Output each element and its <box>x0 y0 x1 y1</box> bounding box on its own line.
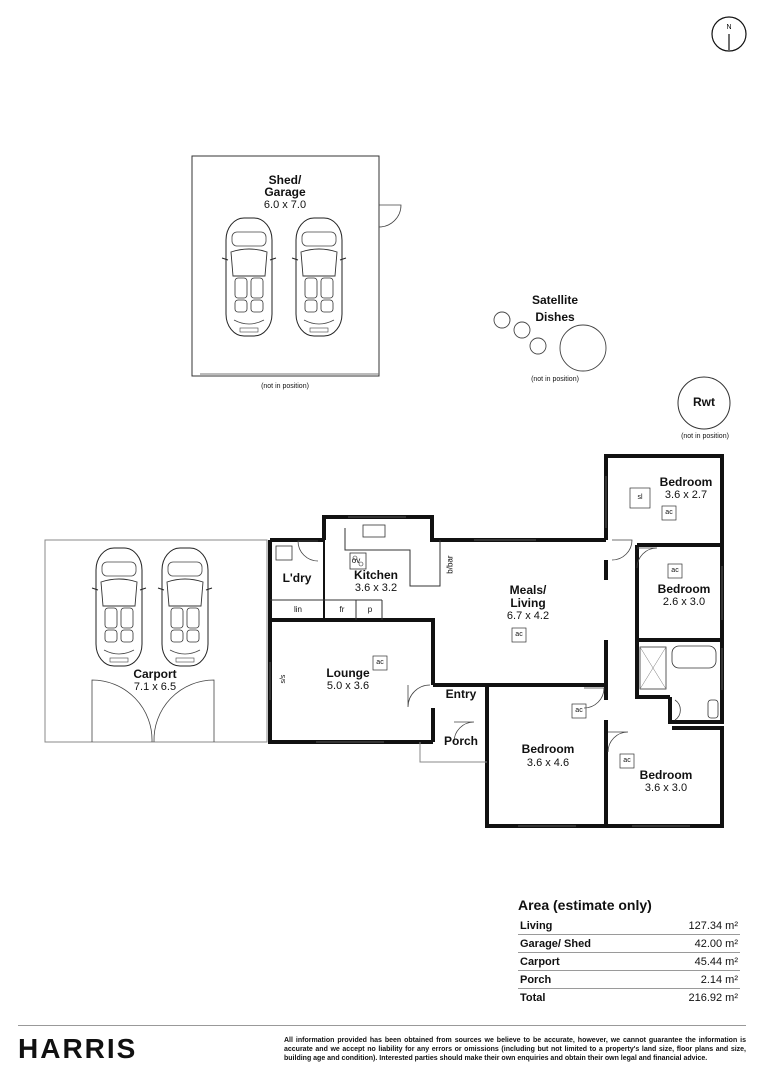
area-row-living: Living 127.34 m² <box>518 917 740 935</box>
bedroom-4-ac-label: ac <box>623 757 631 764</box>
kitchen-fr-label: fr <box>339 605 345 614</box>
lounge-dims: 5.0 x 3.6 <box>326 680 370 692</box>
area-title: Area (estimate only) <box>518 897 652 913</box>
footer-divider <box>18 1025 746 1026</box>
area-row-value: 127.34 m² <box>688 920 738 932</box>
bedroom-3-dims: 3.6 x 4.6 <box>526 757 570 769</box>
area-row-garage-shed: Garage/ Shed 42.00 m² <box>518 935 740 953</box>
laundry-lin-label: lin <box>293 605 302 614</box>
area-row-value: 216.92 m² <box>688 992 738 1004</box>
kitchen-ov-label: ov <box>351 556 361 565</box>
carport-dims: 7.1 x 6.5 <box>133 681 177 693</box>
bedroom-1-sl-label: sl <box>637 494 643 501</box>
shed-garage-label-line2: Garage <box>264 185 306 199</box>
satellite-label: Satellite <box>531 293 579 307</box>
area-row-label: Porch <box>520 974 552 986</box>
laundry-label: L'dry <box>282 571 312 585</box>
area-table: Area (estimate only) Living 127.34 m² Ga… <box>518 897 740 1006</box>
rwt-label: Rwt <box>693 395 715 409</box>
area-row-total: Total 216.92 m² <box>518 989 740 1006</box>
meals-living-label-line2: Living <box>510 596 546 610</box>
bedroom-3-label: Bedroom <box>521 742 575 756</box>
bedroom-2-dims: 2.6 x 3.0 <box>662 596 706 608</box>
lounge-ss-label: s/s <box>279 674 287 684</box>
kitchen-dims: 3.6 x 3.2 <box>354 582 398 594</box>
satellite-not-in-position: (not in position) <box>531 376 579 383</box>
area-row-label: Total <box>520 992 546 1004</box>
bedroom-2-label: Bedroom <box>657 582 711 596</box>
satellite-label-line2: Dishes <box>535 310 575 324</box>
area-row-porch: Porch 2.14 m² <box>518 971 740 989</box>
kitchen-p-label: p <box>367 605 373 614</box>
bedroom-1-dims: 3.6 x 2.7 <box>664 489 708 501</box>
area-row-carport: Carport 45.44 m² <box>518 953 740 971</box>
meals-ac-label: ac <box>515 631 523 638</box>
area-row-value: 2.14 m² <box>700 974 738 986</box>
shed-garage-label: Shed/ <box>268 173 302 187</box>
compass-north-label: N <box>726 24 731 31</box>
bedroom-1-label: Bedroom <box>659 475 713 489</box>
entry-label: Entry <box>445 687 477 701</box>
bedroom-4-label: Bedroom <box>639 768 693 782</box>
area-row-label: Living <box>520 920 553 932</box>
kitchen-label: Kitchen <box>353 568 398 582</box>
bedroom-1-ac-label: ac <box>665 509 673 516</box>
bedroom-4-dims: 3.6 x 3.0 <box>644 782 688 794</box>
bedroom-2-ac-label: ac <box>671 567 679 574</box>
meals-living-label: Meals/ <box>509 583 547 597</box>
shed-garage-dims: 6.0 x 7.0 <box>263 199 307 211</box>
carport-label: Carport <box>133 667 177 681</box>
bedroom-3-ac-label: ac <box>575 707 583 714</box>
disclaimer-text: All information provided has been obtain… <box>284 1037 746 1063</box>
shed-not-in-position: (not in position) <box>261 383 309 390</box>
meals-living-dims: 6.7 x 4.2 <box>506 610 550 622</box>
harris-logo: HARRIS <box>18 1033 138 1064</box>
north-compass-icon: N <box>711 16 747 52</box>
area-row-value: 45.44 m² <box>694 956 738 968</box>
area-row-value: 42.00 m² <box>694 938 738 950</box>
area-row-label: Carport <box>520 956 560 968</box>
area-row-label: Garage/ Shed <box>520 938 591 950</box>
porch-label: Porch <box>443 734 478 748</box>
lounge-ac-label: ac <box>376 659 384 666</box>
lounge-label: Lounge <box>326 666 370 680</box>
rwt-not-in-position: (not in position) <box>681 433 729 440</box>
kitchen-bbar-label: b/bar <box>445 555 455 574</box>
